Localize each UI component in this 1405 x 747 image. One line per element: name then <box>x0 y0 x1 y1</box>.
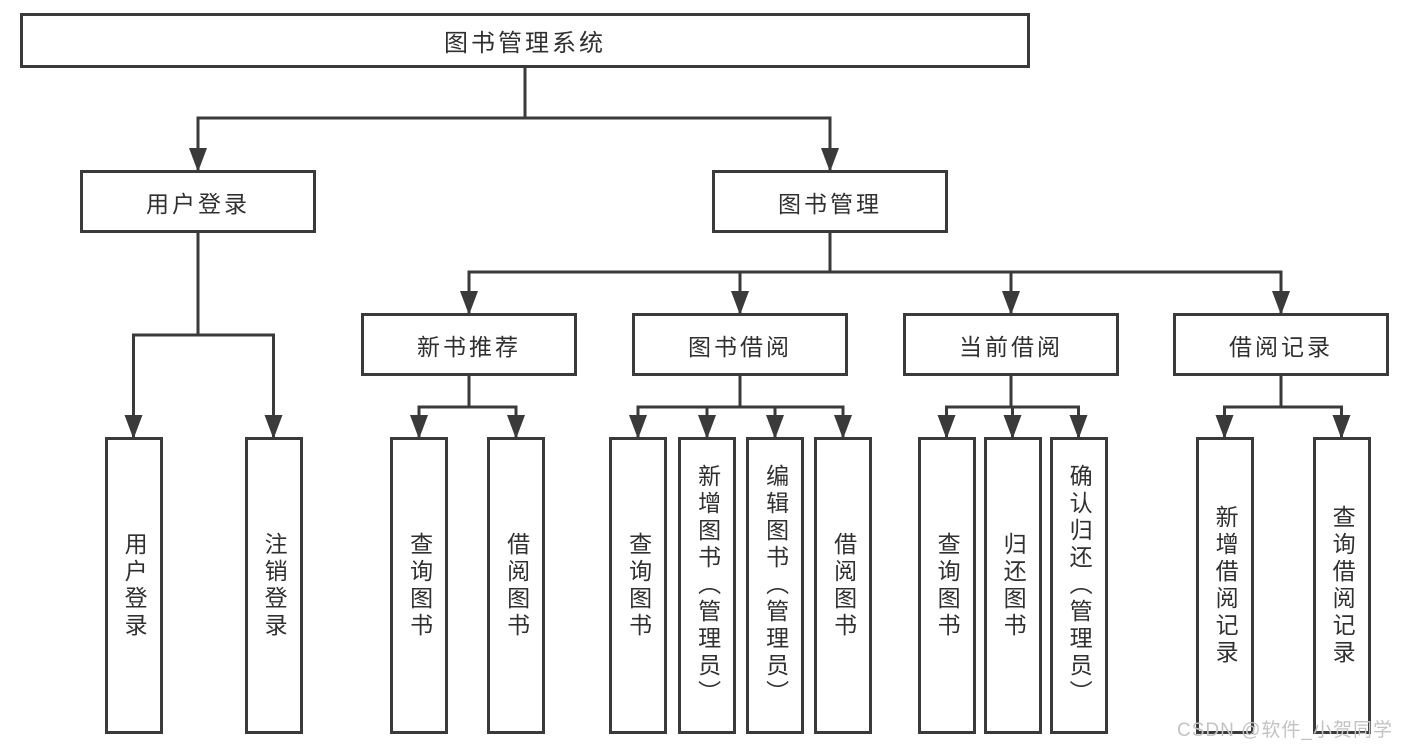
node-new-book-recommend: 新书推荐 <box>361 313 577 376</box>
leaf-return-book: 归还图书 <box>983 437 1042 734</box>
leaf-borrow-books-recommend: 借阅图书 <box>487 437 545 734</box>
node-user-login: 用户登录 <box>80 170 316 233</box>
node-library-system: 图书管理系统 <box>20 13 1030 68</box>
node-book-borrow: 图书借阅 <box>632 313 848 376</box>
leaf-edit-book-admin: 编辑图书（管理员） <box>746 437 804 734</box>
arrowheads <box>124 148 1351 439</box>
leaf-confirm-return-admin: 确认归还（管理员） <box>1049 437 1108 734</box>
watermark-text: CSDN @软件_小贺同学 <box>1177 720 1393 741</box>
node-book-management: 图书管理 <box>712 170 948 233</box>
leaf-query-books-borrow: 查询图书 <box>609 437 667 734</box>
leaf-add-borrow-record: 新增借阅记录 <box>1195 437 1254 734</box>
leaf-user-login: 用户登录 <box>104 437 163 734</box>
leaf-query-books-recommend: 查询图书 <box>390 437 448 734</box>
leaf-borrow-books: 借阅图书 <box>814 437 872 734</box>
leaf-logout: 注销登录 <box>244 437 303 734</box>
leaf-add-book-admin: 新增图书（管理员） <box>678 437 736 734</box>
node-current-borrow: 当前借阅 <box>903 313 1119 376</box>
leaf-query-books-current: 查询图书 <box>917 437 976 734</box>
node-borrow-records: 借阅记录 <box>1173 313 1389 376</box>
leaf-query-borrow-record: 查询借阅记录 <box>1312 437 1371 734</box>
